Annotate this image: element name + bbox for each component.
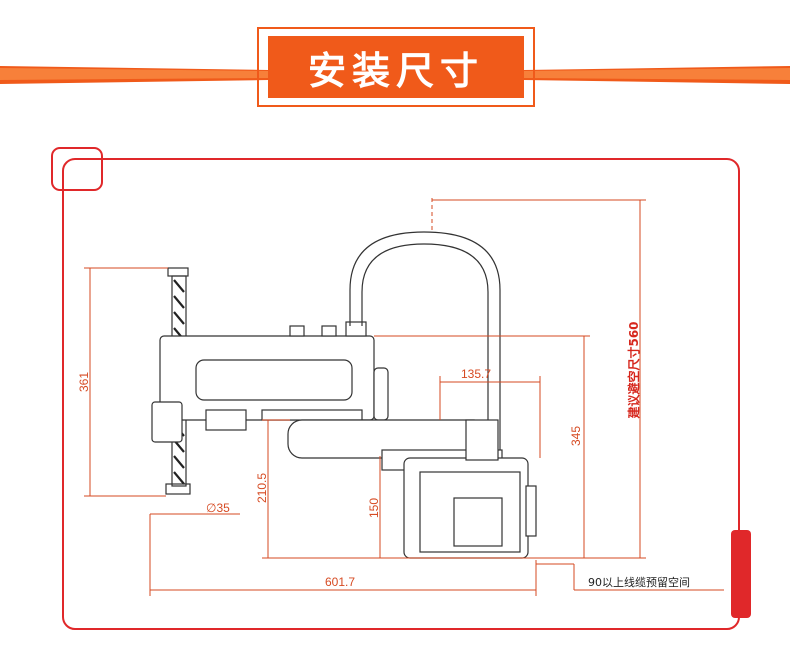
robot-base xyxy=(403,419,537,559)
cable-loop xyxy=(349,231,501,460)
dim-shaft-diameter: ∅35 xyxy=(206,501,230,515)
dim-base-height-inner: 150 xyxy=(367,498,381,518)
drawing-frame xyxy=(51,147,751,630)
dim-total-length: 601.7 xyxy=(325,575,355,589)
dim-total-height: 361 xyxy=(77,372,91,392)
cable-space-note: 90以上线缆预留空间 xyxy=(588,575,690,589)
upper-arm xyxy=(151,321,389,443)
header-banner xyxy=(0,27,790,107)
dim-clearance-height: 建议避空尺寸560 xyxy=(626,321,641,419)
dimension-lines xyxy=(84,198,724,596)
page-title: 安装尺寸 xyxy=(307,47,484,93)
dim-arm-offset: 135.7 xyxy=(461,367,491,381)
dim-base-height-left: 210.5 xyxy=(255,473,269,503)
dim-arm-height: 345 xyxy=(569,426,583,446)
